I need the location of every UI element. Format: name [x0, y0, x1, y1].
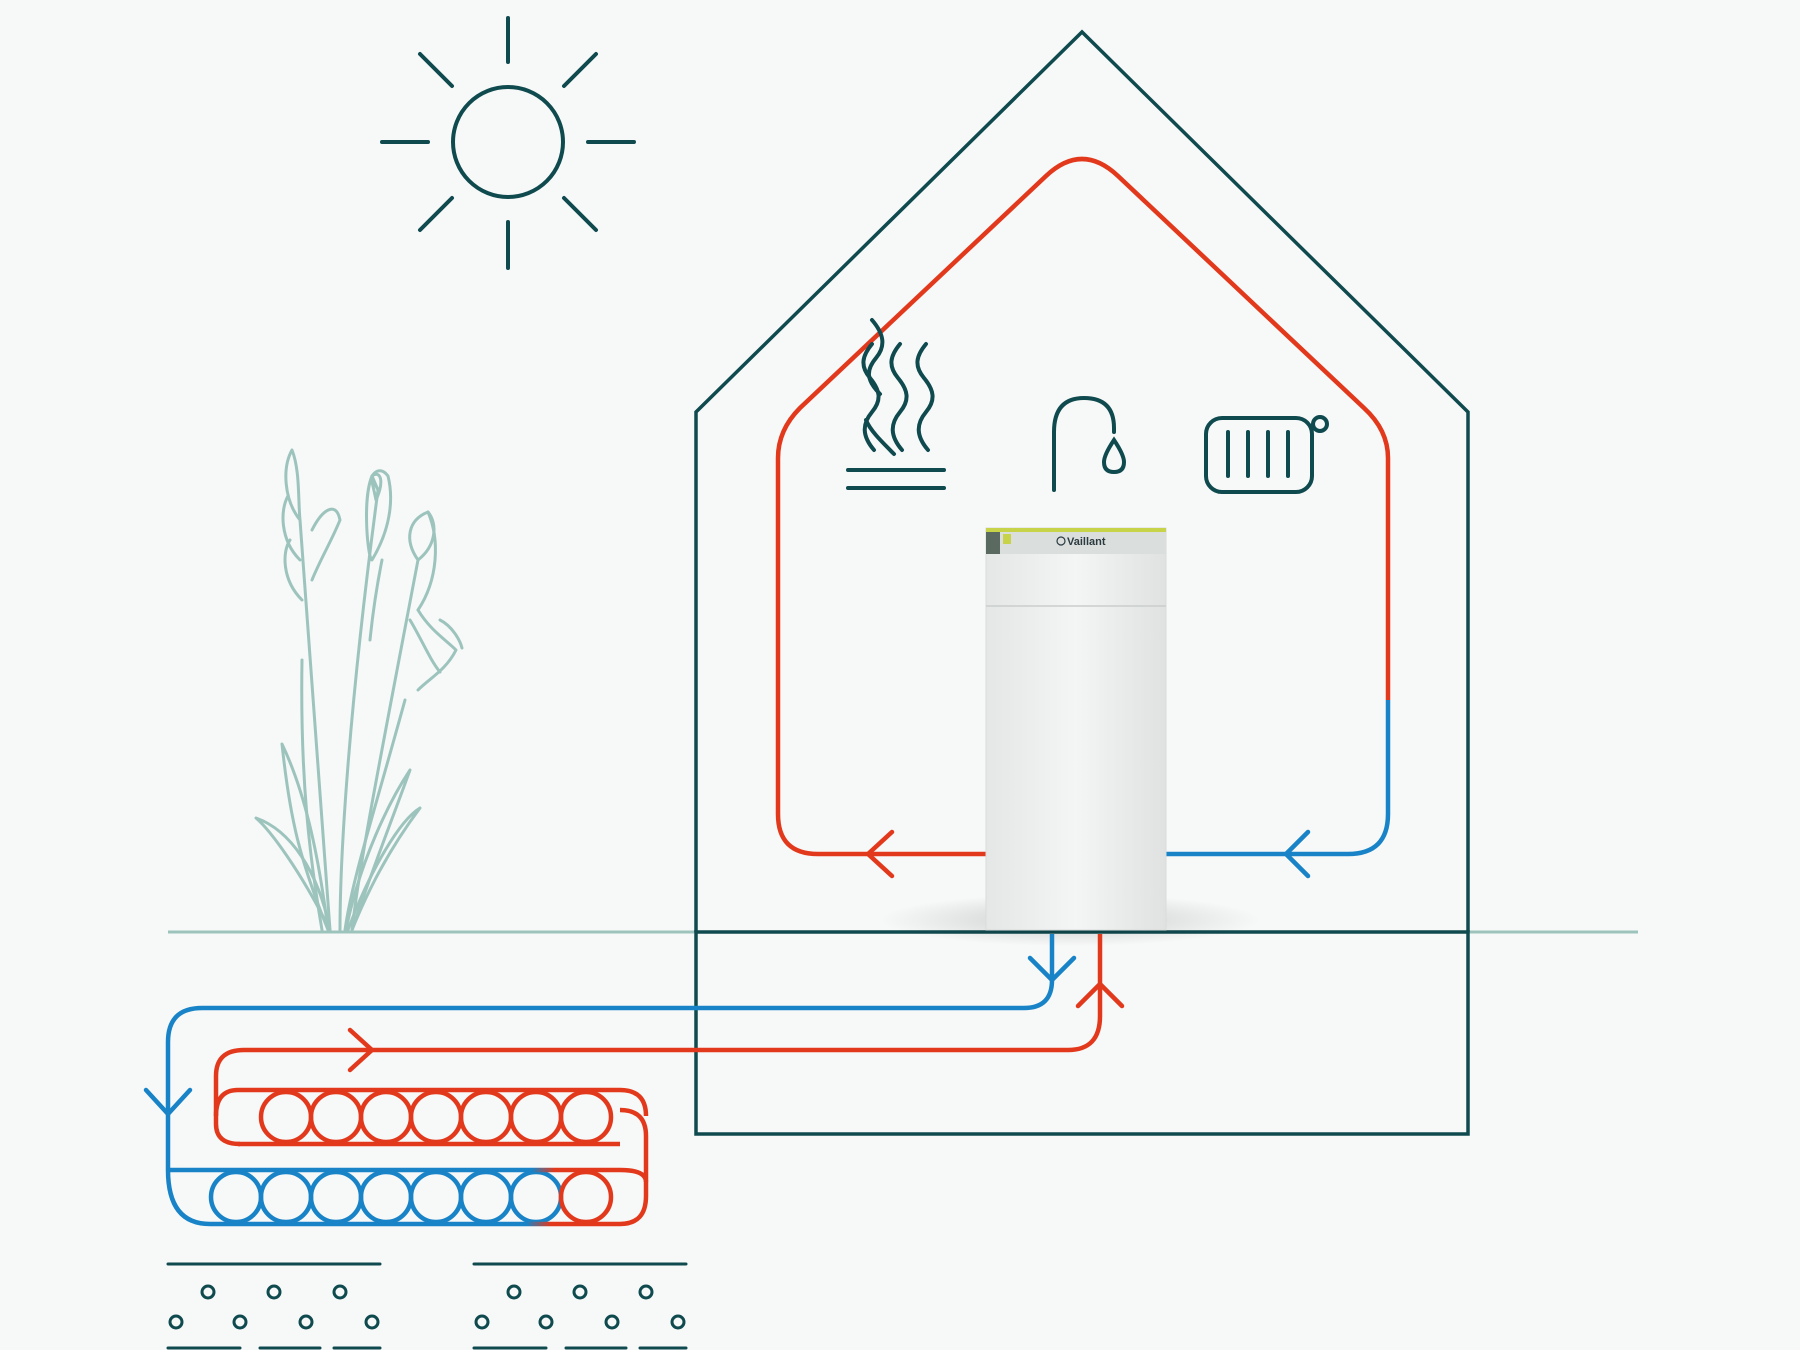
house-outline — [694, 29, 1470, 932]
brine-hot-arrow-right — [347, 1027, 375, 1073]
soil-dot — [232, 1314, 248, 1330]
brine-cold-arrow-down — [1027, 955, 1077, 983]
coil-loop-hot — [508, 1089, 564, 1145]
cold-return-loop — [1166, 700, 1391, 857]
soil-dot — [168, 1314, 184, 1330]
soil-dot — [266, 1284, 282, 1300]
coil-loop-hot — [358, 1089, 414, 1145]
sun-icon — [380, 16, 636, 270]
heat-pump-unit: Vaillant — [880, 527, 1260, 946]
soil-dot — [670, 1314, 686, 1330]
coil-loop-hot — [408, 1089, 464, 1145]
soil-icon — [166, 1262, 688, 1350]
coil-loop-hot — [308, 1089, 364, 1145]
coil-loop-cold — [458, 1169, 514, 1225]
soil-dot — [200, 1284, 216, 1300]
brine-hot-arrow-up — [1075, 981, 1125, 1009]
soil-dot — [638, 1284, 654, 1300]
water-tap-icon — [1052, 395, 1127, 492]
brine-cold-arrow-left — [143, 1087, 193, 1117]
soil-dot — [506, 1284, 522, 1300]
soil-dot — [332, 1284, 348, 1300]
soil-dot — [538, 1314, 554, 1330]
soil-dot — [298, 1314, 314, 1330]
flow-arrow-left — [865, 829, 895, 879]
underfloor-heating-icon — [846, 318, 946, 490]
soil-dot — [604, 1314, 620, 1330]
coil-loop-cold — [208, 1169, 264, 1225]
hot-flow-loop — [775, 156, 1391, 857]
coil-loop-hot — [558, 1089, 614, 1145]
ground-collector-coil — [165, 1087, 649, 1227]
soil-dot — [364, 1314, 380, 1330]
brine-hot-pipe — [213, 934, 1103, 1124]
brand-logo-text: Vaillant — [1067, 536, 1106, 548]
brine-cold-pipe — [165, 934, 1055, 1170]
soil-dot — [474, 1314, 490, 1330]
basement-outline — [694, 930, 1470, 1136]
coil-loop-cold — [408, 1169, 464, 1225]
coil-loop-cold — [508, 1169, 564, 1225]
coil-loop-cold — [358, 1169, 414, 1225]
radiator-icon — [1204, 415, 1329, 494]
coil-loop-hot — [458, 1089, 514, 1145]
coil-loop-cold — [258, 1169, 314, 1225]
plant-icon — [254, 448, 464, 932]
soil-dot — [572, 1284, 588, 1300]
coil-loop-hot — [258, 1089, 314, 1145]
coil-loop-cold — [308, 1169, 364, 1225]
flow-arrow-return — [1283, 829, 1311, 879]
coil-loop-cold — [558, 1169, 614, 1225]
